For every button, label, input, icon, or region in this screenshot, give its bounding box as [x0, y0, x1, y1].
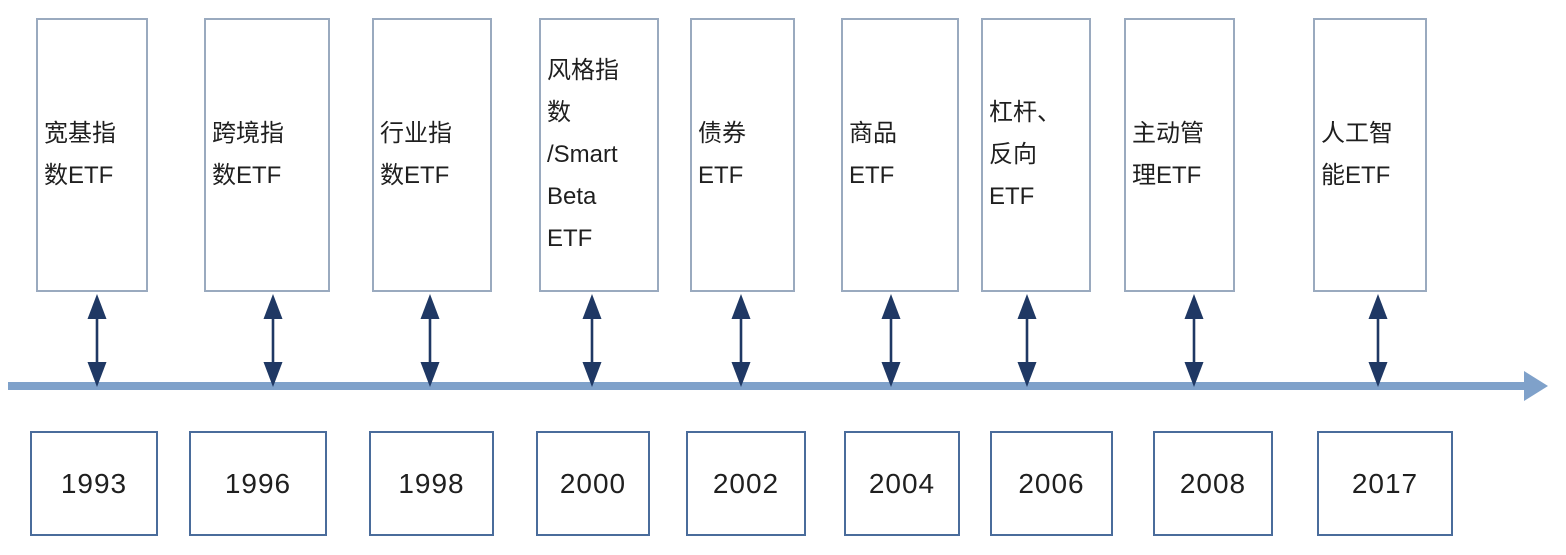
year-box: 1993: [30, 431, 158, 536]
double-arrow-connector-icon: [1017, 294, 1037, 387]
year-label: 2004: [868, 467, 936, 499]
year-box: 2006: [990, 431, 1113, 536]
year-box: 1998: [369, 431, 494, 536]
year-box: 2000: [536, 431, 650, 536]
etf-type-label: 杠杆、 反向 ETF: [989, 99, 1061, 210]
etf-type-box: 风格指 数 /Smart Beta ETF: [539, 18, 659, 292]
etf-type-label: 债券 ETF: [698, 120, 746, 189]
etf-type-box: 债券 ETF: [690, 18, 795, 292]
year-box: 2017: [1317, 431, 1453, 536]
year-label: 1996: [224, 467, 292, 499]
year-label: 1993: [60, 467, 128, 499]
etf-type-label: 风格指 数 /Smart Beta ETF: [547, 57, 619, 252]
double-arrow-connector-icon: [881, 294, 901, 387]
etf-type-label: 宽基指 数ETF: [44, 120, 116, 189]
timeline-axis-arrowhead-icon: [1524, 371, 1548, 401]
double-arrow-connector-icon: [1368, 294, 1388, 387]
double-arrow-connector-icon: [731, 294, 751, 387]
double-arrow-connector-icon: [263, 294, 283, 387]
year-label: 2002: [712, 467, 780, 499]
etf-type-label: 行业指 数ETF: [380, 120, 452, 189]
etf-type-label: 人工智 能ETF: [1321, 120, 1393, 189]
year-label: 2008: [1179, 467, 1247, 499]
etf-type-box: 主动管 理ETF: [1124, 18, 1235, 292]
etf-type-box: 商品 ETF: [841, 18, 959, 292]
year-box: 2008: [1153, 431, 1273, 536]
year-box: 2004: [844, 431, 960, 536]
etf-type-label: 跨境指 数ETF: [212, 120, 284, 189]
year-box: 2002: [686, 431, 806, 536]
etf-type-box: 人工智 能ETF: [1313, 18, 1427, 292]
year-label: 2006: [1018, 467, 1085, 499]
double-arrow-connector-icon: [582, 294, 602, 387]
etf-type-box: 行业指 数ETF: [372, 18, 492, 292]
timeline-axis: [8, 382, 1524, 390]
double-arrow-connector-icon: [87, 294, 107, 387]
year-box: 1996: [189, 431, 327, 536]
etf-type-box: 宽基指 数ETF: [36, 18, 148, 292]
year-label: 2000: [559, 467, 627, 499]
etf-type-box: 杠杆、 反向 ETF: [981, 18, 1091, 292]
year-label: 2017: [1351, 467, 1419, 499]
etf-type-box: 跨境指 数ETF: [204, 18, 330, 292]
double-arrow-connector-icon: [1184, 294, 1204, 387]
etf-type-label: 商品 ETF: [849, 120, 897, 189]
etf-type-label: 主动管 理ETF: [1132, 120, 1204, 189]
year-label: 1998: [398, 467, 465, 499]
double-arrow-connector-icon: [420, 294, 440, 387]
